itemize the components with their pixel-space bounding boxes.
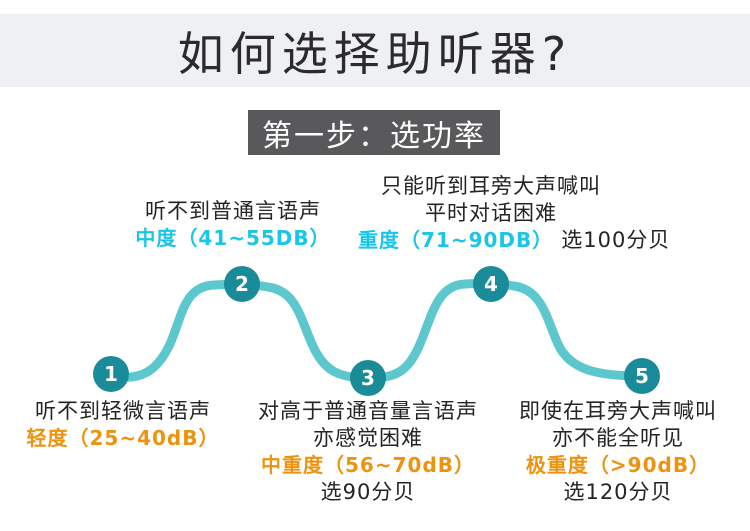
step-node-5: 5 <box>624 358 660 394</box>
step-node-2: 2 <box>224 266 260 302</box>
mild-level: 轻度（25~40dB） <box>26 426 220 450</box>
severe-choice: 选100分贝 <box>561 228 671 252</box>
severe-symptom-2: 平时对话困难 <box>425 201 557 225</box>
label-profound-loss: 即使在耳旁大声喊叫 亦不能全听见 极重度（>90dB） 选120分贝 <box>494 398 742 506</box>
step-node-4: 4 <box>473 266 509 302</box>
severe-level-line: 重度（71~90DB） 选100分贝 <box>358 227 669 254</box>
moderate-severe-symptom-2: 亦感觉困难 <box>313 426 423 450</box>
moderate-severe-symptom-1: 对高于普通音量言语声 <box>258 399 478 423</box>
step-node-4-number: 4 <box>484 272 498 296</box>
step-node-3: 3 <box>350 360 386 396</box>
step-node-1: 1 <box>93 356 129 392</box>
moderate-symptom: 听不到普通言语声 <box>145 199 321 223</box>
moderate-severe-choice: 选90分贝 <box>320 480 416 504</box>
label-severe-loss: 只能听到耳旁大声喊叫 平时对话困难 重度（71~90DB） 选100分贝 <box>358 173 669 254</box>
mild-symptom: 听不到轻微言语声 <box>35 399 211 423</box>
severe-level: 重度（71~90DB） <box>358 228 554 252</box>
profound-symptom-1: 即使在耳旁大声喊叫 <box>519 399 717 423</box>
profound-symptom-2: 亦不能全听见 <box>552 426 684 450</box>
severe-symptom-1: 只能听到耳旁大声喊叫 <box>381 174 601 198</box>
moderate-severe-level: 中重度（56~70dB） <box>261 453 475 477</box>
step-node-3-number: 3 <box>361 366 375 390</box>
page-title: 如何选择助听器? <box>177 26 573 81</box>
step-node-5-number: 5 <box>635 364 649 388</box>
profound-choice: 选120分贝 <box>563 480 673 504</box>
title-band: 如何选择助听器? <box>0 14 750 87</box>
label-mild-loss: 听不到轻微言语声 轻度（25~40dB） <box>8 398 238 452</box>
label-moderate-loss: 听不到普通言语声 中度（41~55DB） <box>103 198 363 252</box>
profound-level: 极重度（>90dB） <box>525 453 711 477</box>
step-node-2-number: 2 <box>235 272 249 296</box>
step-node-1-number: 1 <box>104 362 118 386</box>
step-header: 第一步：选功率 <box>248 110 500 155</box>
step-header-label: 第一步：选功率 <box>262 118 486 154</box>
label-moderate-severe-loss: 对高于普通音量言语声 亦感觉困难 中重度（56~70dB） 选90分贝 <box>240 398 496 506</box>
moderate-level: 中度（41~55DB） <box>135 226 331 250</box>
